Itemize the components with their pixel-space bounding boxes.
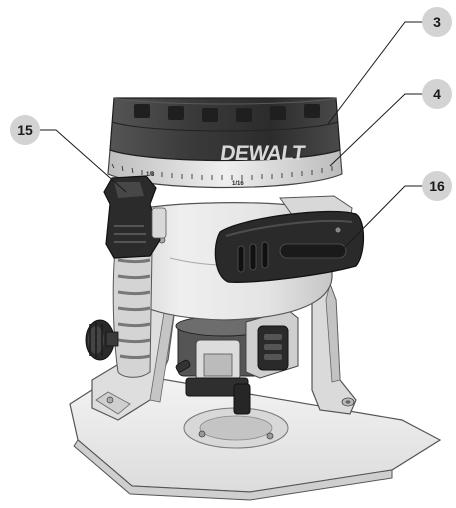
spindle-lock-pin: [175, 359, 191, 373]
base-screw: [266, 432, 274, 440]
callout-15: 15: [10, 115, 40, 145]
base-screw: [198, 430, 206, 438]
grip-rib: [117, 322, 151, 327]
callout-number-15: 15: [17, 122, 33, 138]
spindle-lock-button: [245, 309, 299, 379]
callout-3: 3: [422, 7, 452, 37]
grip-rib: [117, 338, 151, 343]
grip-rib: [117, 306, 151, 311]
callout-number-3: 3: [433, 14, 441, 30]
leader-line-4: [329, 93, 423, 167]
callout-number-16: 16: [429, 178, 445, 194]
callout-16: 16: [422, 171, 452, 201]
grip-rib: [119, 354, 151, 359]
callout-leaders: [39, 21, 423, 253]
base-handle: [214, 195, 365, 283]
depth-scale-label-2: 1/16: [232, 181, 244, 187]
leader-line-15: [39, 129, 127, 193]
brand-logo: DEWALT: [219, 142, 307, 165]
grip-rib: [117, 258, 151, 263]
motor-housing: DEWALT: [109, 97, 341, 165]
base-plate: [69, 371, 442, 501]
grip-rib: [117, 290, 151, 295]
grip-rib: [117, 274, 151, 279]
callout-4: 4: [422, 79, 452, 109]
fine-adjust-knob: [85, 319, 119, 361]
depth-scale-label-1: 1/8: [146, 172, 155, 178]
leader-line-3: [327, 21, 423, 125]
clamp-lever: [103, 175, 167, 259]
callout-number-4: 4: [433, 86, 441, 102]
leader-line-16: [339, 185, 423, 253]
